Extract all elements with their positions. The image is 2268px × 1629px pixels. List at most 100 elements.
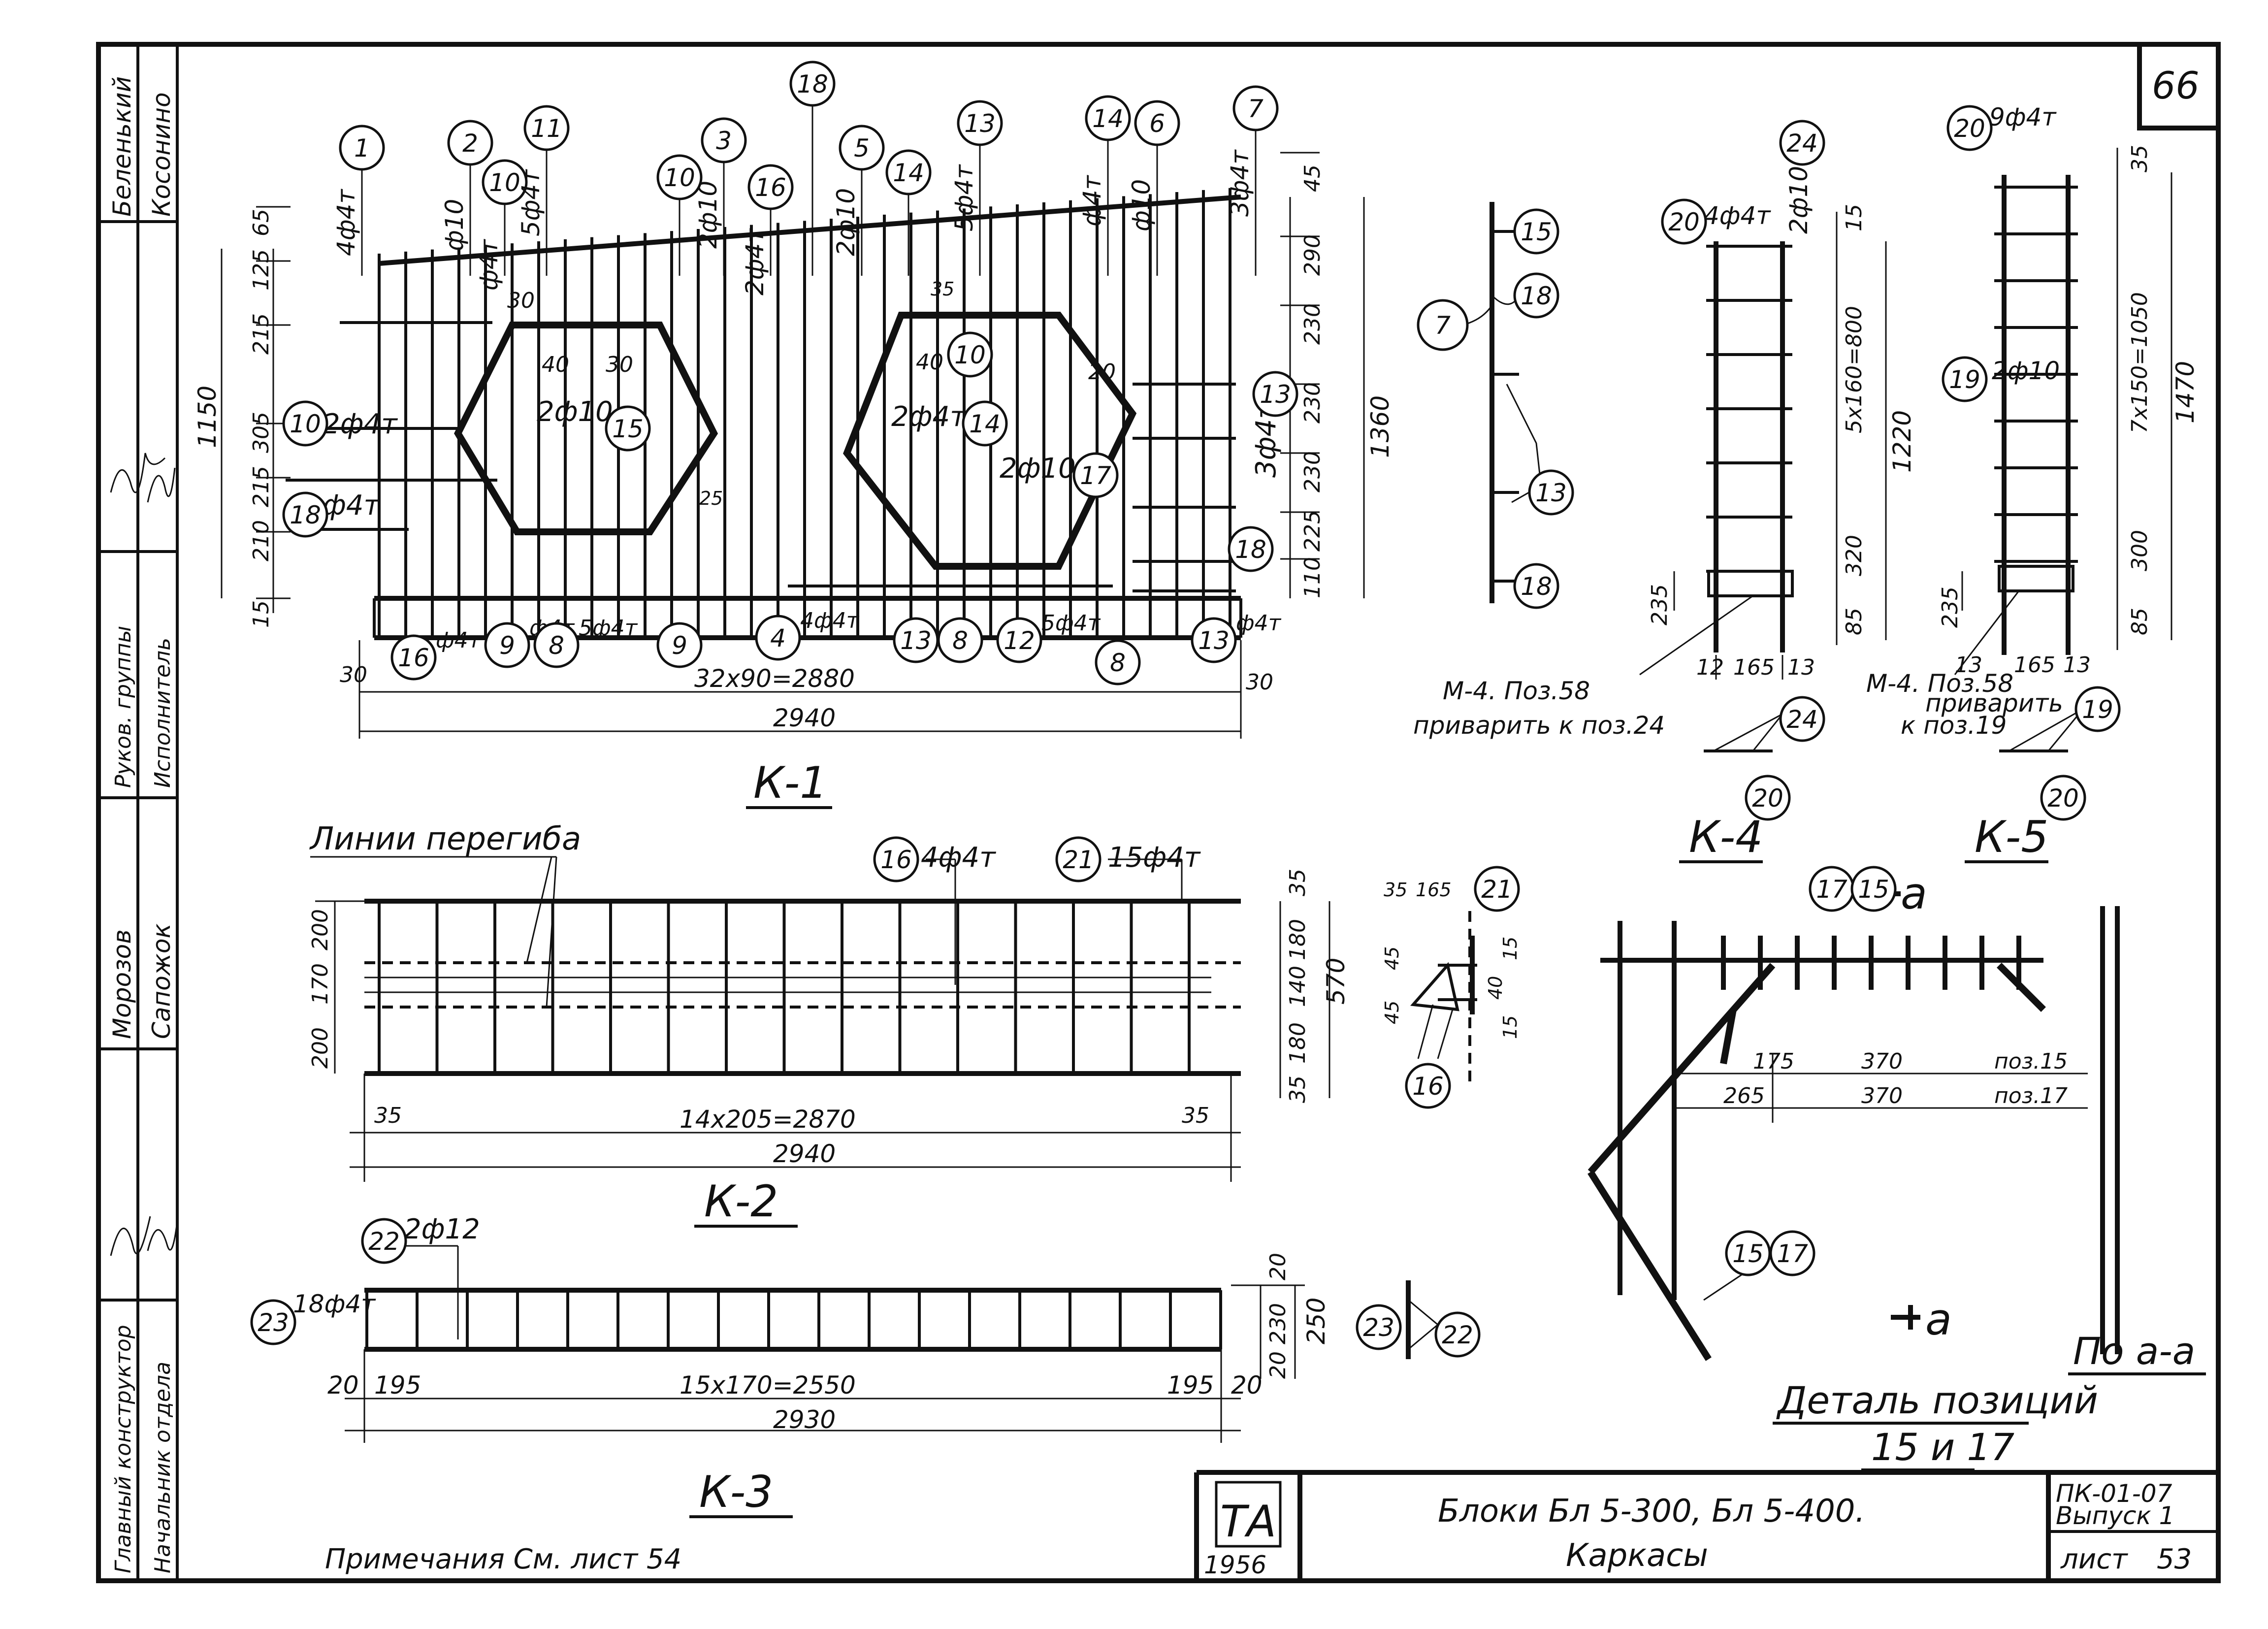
k1-top-callout-11: 14: [1085, 95, 1131, 141]
k1-bottom-callout-5: 13: [893, 617, 939, 663]
detail15-dim: 265: [1723, 1083, 1765, 1108]
k2-callout-b-ring: [1055, 836, 1102, 882]
k1-hex2-tr-callout-ring: [947, 331, 993, 378]
detail15-dim: поз.17: [1994, 1083, 2068, 1108]
k1-top-callout-bar-8: 2ф10: [832, 188, 860, 256]
k2-callout-a-ring: [873, 836, 919, 882]
k1-bottom-callout-bar-2: 5ф4т: [579, 616, 638, 641]
detail7-pos-callout-number: 7: [1435, 311, 1451, 340]
k4-top-callout: 20: [1661, 198, 1707, 245]
k3-bottom-dim: 20: [1231, 1371, 1263, 1400]
k4-section-callout-2-ring: [1745, 775, 1791, 821]
k1-top-callout-6-number: 16: [755, 173, 786, 202]
k4-section-callout-1-ring: [1779, 696, 1825, 742]
k1-right-dim: 45: [1300, 164, 1325, 192]
k1-left-bar18: ф4т: [323, 489, 381, 521]
k3-right-dim: 230: [1265, 1303, 1291, 1344]
k2-section-callout-b-number: 16: [1412, 1072, 1444, 1101]
k4-note-2: приварить к поз.24: [1413, 711, 1665, 740]
k3-bottom-dim: 195: [1167, 1371, 1214, 1400]
k1-top-callout-5-number: 3: [716, 127, 732, 155]
k2-left-dim: 200: [308, 1027, 333, 1069]
k2-section-callout-a: 21: [1474, 866, 1520, 912]
k1-bottom-callout-0-ring: [390, 634, 437, 681]
k5-top-callout-number: 20: [1954, 114, 1985, 143]
sheet-issue: Выпуск 1: [2056, 1501, 2174, 1530]
k1-top-callout-9: 14: [885, 149, 932, 195]
k4-bottom-dim: 12: [1696, 655, 1724, 680]
detail7-callout-0-ring: [1513, 208, 1559, 255]
k3-vertical-bars: [365, 1290, 1222, 1349]
k1-left-dim: 215: [249, 466, 274, 507]
k1-overall-left: 1150: [193, 386, 222, 448]
detail7-pos-callout-ring: [1417, 299, 1469, 351]
k3-callout-b-bar: 18ф4т: [293, 1290, 376, 1318]
k1-top-callout-bar-12: ф10: [1127, 179, 1156, 231]
k2-right-dim: 35: [1285, 1075, 1310, 1103]
k1-top-callout-bar-11: ф4т: [1078, 174, 1106, 227]
k4-label: К-4: [1689, 812, 1763, 862]
k1-top-callout-8-number: 5: [854, 134, 870, 163]
k3-callout-a-bar: 2ф12: [404, 1213, 480, 1245]
k4-top-callout-ring: [1661, 198, 1707, 245]
k1-dim-30: 30: [606, 352, 633, 377]
sheet-subtitle: Каркасы: [1566, 1537, 1708, 1574]
k2-left-dim: 170: [308, 963, 333, 1005]
k2-right-dim: 140: [1285, 966, 1310, 1007]
k1-left-dim: 305: [249, 412, 274, 453]
k1-bottom-callout-3-ring: [656, 622, 703, 668]
k5-note-1: М-4. Поз.58: [1866, 669, 2013, 698]
k1-top-callout-0: 1: [339, 125, 385, 171]
k1-left-bar10: 2ф4т: [323, 408, 398, 440]
k1-top-callout-5: 3: [701, 117, 747, 163]
k1-hex2-bartop: 2ф4т: [891, 401, 967, 433]
k5-section-callout-1: 19: [2074, 686, 2121, 732]
signature-3: [110, 1216, 151, 1256]
detail15-dim: поз.15: [1994, 1049, 2068, 1074]
k5-right-dim: 35: [2127, 145, 2152, 172]
detail15-dim: 370: [1861, 1083, 1903, 1108]
k1-top-callout-6: 16: [747, 164, 794, 210]
k1-top-callout-bar-3: 5ф4т: [517, 169, 545, 236]
k1-top-callout-1-number: 2: [462, 129, 478, 158]
k2-label: К-2: [704, 1176, 778, 1227]
k1-hex2-callout-ring: [1072, 452, 1119, 498]
k1-top-callout-bar-6: 2ф4т: [741, 228, 769, 295]
logo-year: 1956: [1204, 1551, 1266, 1579]
title-block: ТА 1956 Блоки Бл 5-300, Бл 5-400. Каркас…: [325, 1470, 2218, 1581]
detail7-callout-0: 15: [1513, 208, 1559, 255]
k1-right-dim: 230: [1300, 451, 1325, 492]
k1-top-callout-12-number: 6: [1149, 109, 1165, 138]
k1-overall-dim: 2940: [773, 704, 836, 732]
k1-opening-left: [454, 322, 718, 535]
detail15-cut-letter-top: а: [1901, 868, 1927, 919]
k1-bottom-callout-9-number: 13: [1198, 626, 1230, 655]
k1-hex2-tr-callout: 10: [947, 331, 993, 378]
k1-top-callout-12: 6: [1134, 100, 1180, 146]
k2-bend-note: Линии перегиба: [309, 821, 581, 857]
k1-pitch-dim: 32х90=2880: [694, 664, 855, 693]
k3-section-callout-b: 22: [1434, 1311, 1481, 1358]
k3-bottom-dim: 195: [374, 1371, 421, 1400]
k3-callout-b-ring: [250, 1299, 296, 1345]
k5-right-dim: 300: [2127, 530, 2152, 571]
stamp-name-1: Беленький: [108, 76, 136, 217]
k4-section-callout-2-number: 20: [1752, 784, 1783, 813]
k1-right-dim: 290: [1300, 234, 1325, 276]
k1-top-callout-7: 18: [789, 61, 836, 107]
k4-bar-callout: 24: [1779, 120, 1825, 166]
k3-callout-a: 22: [361, 1218, 407, 1264]
k5-right-dim: 85: [2127, 608, 2152, 635]
sheet-title: Блоки Бл 5-300, Бл 5-400.: [1438, 1493, 1865, 1530]
detail15-title: Деталь позиций: [1776, 1378, 2098, 1422]
